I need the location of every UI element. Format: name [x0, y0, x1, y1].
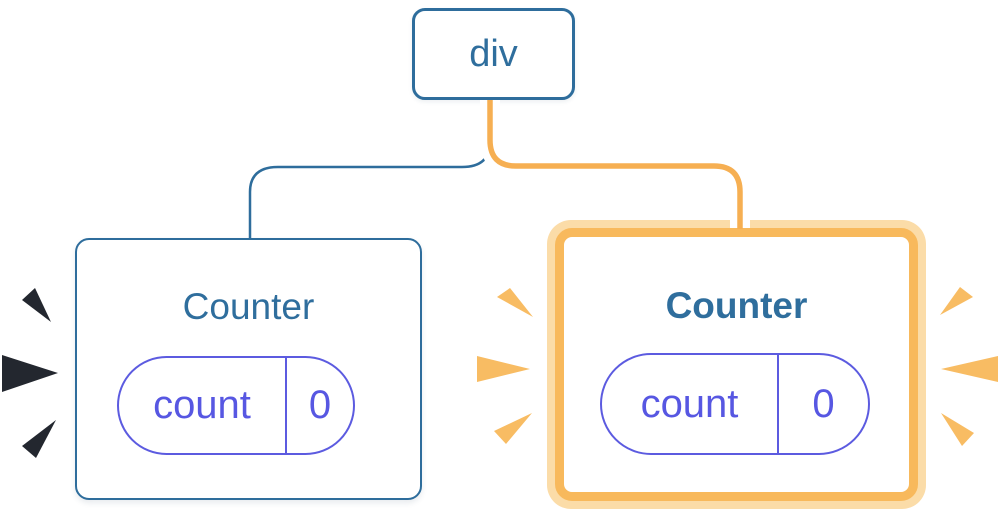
edge-div-to-right-counter: [487, 100, 743, 229]
spark-icon: [2, 355, 58, 392]
spark-icon: [497, 288, 533, 317]
div-node-label: div: [469, 32, 518, 75]
spark-icon: [941, 356, 998, 382]
left-counter-title: Counter: [182, 286, 315, 327]
state-value-label: 0: [285, 358, 353, 453]
left-counter-state-pill: count 0: [117, 356, 355, 455]
edge-div-to-left-counter: [248, 100, 492, 238]
div-node: div: [412, 8, 575, 100]
right-counter-title: Counter: [665, 285, 808, 326]
state-key-label: count: [640, 381, 739, 426]
left-counter-sparks: [2, 288, 58, 458]
left-counter-card: Counter count 0: [75, 238, 422, 500]
spark-icon: [477, 356, 530, 382]
state-value-label: 0: [777, 355, 868, 453]
right-counter-card: Counter count 0: [547, 220, 926, 509]
right-counter-left-sparks: [477, 288, 533, 444]
state-key-label: count: [153, 383, 251, 427]
right-counter-card-inner: Counter count 0: [555, 228, 918, 501]
edge-div-to-right-counter-casing: [480, 100, 750, 228]
right-counter-state-pill: count 0: [600, 353, 870, 455]
spark-icon: [940, 287, 973, 315]
spark-icon: [941, 413, 974, 446]
spark-icon: [494, 413, 532, 444]
right-counter-right-sparks: [940, 287, 998, 446]
spark-icon: [22, 288, 51, 322]
spark-icon: [22, 420, 56, 458]
